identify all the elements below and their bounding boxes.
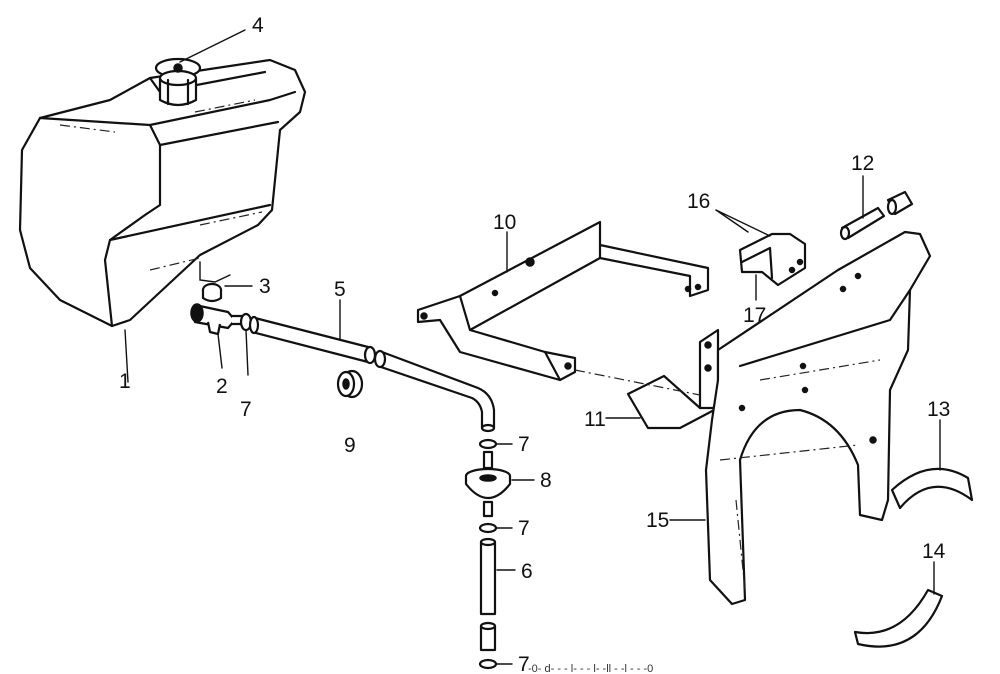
footer-text: -0- d- - - l- - - l- -ll - -l - - -0	[528, 663, 653, 674]
label-part-14: 14	[922, 540, 946, 563]
label-part-4: 4	[252, 14, 264, 37]
mud-flap-14	[853, 561, 944, 648]
fuel-hose-5	[248, 299, 377, 365]
label-part-6: 6	[521, 560, 533, 583]
fuel-hose-short	[479, 621, 497, 652]
label-part-17: 17	[743, 304, 766, 327]
fitting-3	[201, 282, 253, 303]
spacer-clip	[715, 209, 807, 301]
label-part-7-d: 7	[518, 653, 530, 674]
label-part-7-b: 7	[518, 433, 530, 456]
leader-lines	[124, 329, 129, 383]
hose-clamp-d	[478, 658, 513, 670]
hose-clamp-b	[478, 438, 513, 450]
label-part-12: 12	[851, 152, 874, 175]
fuel-tank	[18, 58, 307, 328]
label-part-1: 1	[119, 370, 131, 393]
fuel-tap	[190, 303, 248, 369]
label-part-15: 15	[646, 509, 669, 532]
label-part-2: 2	[216, 375, 228, 398]
label-part-9: 9	[344, 434, 356, 457]
label-part-11: 11	[584, 408, 606, 431]
label-part-10: 10	[493, 211, 516, 234]
mounting-clips	[839, 175, 914, 241]
fuel-hose-6	[479, 537, 516, 616]
label-part-7-a: 7	[240, 398, 252, 421]
label-part-16: 16	[687, 190, 710, 213]
label-part-8: 8	[540, 469, 552, 492]
label-part-5: 5	[334, 278, 346, 301]
mud-flap-13	[890, 419, 974, 510]
support-plate	[605, 328, 720, 430]
alignment-centerline	[574, 369, 701, 396]
grommet	[336, 369, 364, 399]
tank-bracket	[416, 220, 710, 382]
label-part-13: 13	[927, 398, 950, 421]
label-part-7-c: 7	[518, 517, 530, 540]
label-part-3: 3	[259, 275, 271, 298]
rear-fender	[669, 230, 932, 606]
filler-cap	[154, 29, 246, 107]
hose-clamp-c	[478, 522, 513, 534]
fuel-filter	[464, 450, 535, 518]
bent-fuel-pipe	[373, 349, 496, 433]
